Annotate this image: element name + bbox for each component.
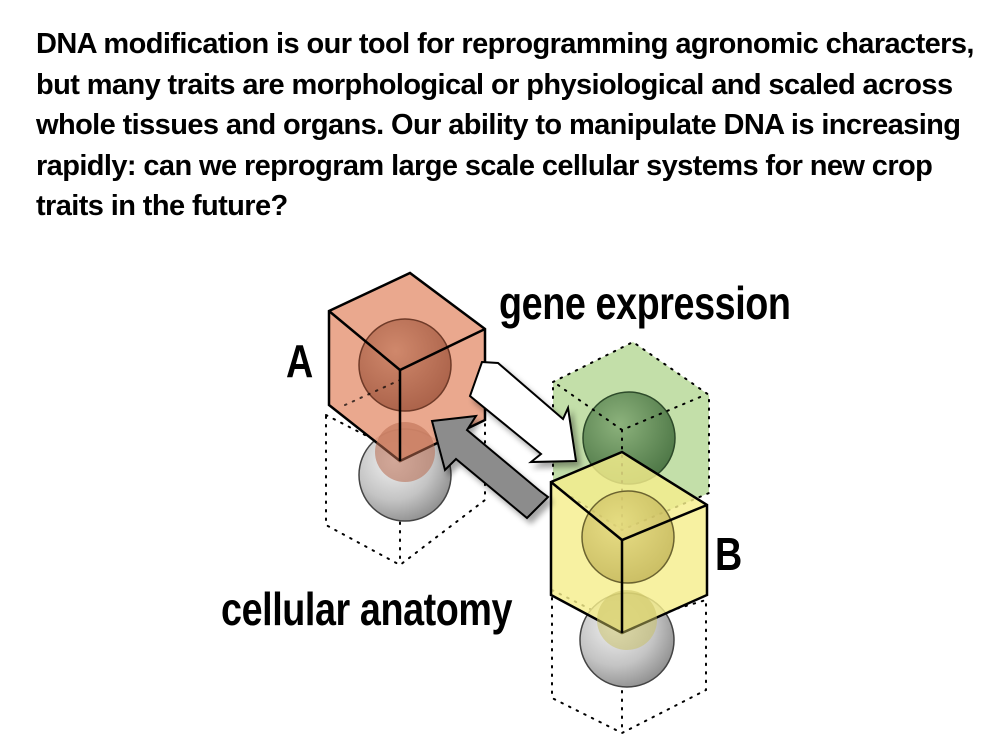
cell-a-sphere [358,318,452,412]
intro-paragraph: DNA modification is our tool for reprogr… [36,28,974,222]
cell-a-label: A [286,335,314,387]
arrow-to-cellular-anatomy [430,414,550,520]
arrow-to-gene-expression [468,360,578,464]
cell-a-cube [327,271,487,482]
cell-b-label: B [715,528,743,580]
gene-expression-label: gene expression [499,277,791,329]
cellular-anatomy-label: cellular anatomy [221,583,513,635]
cell-b-cube [549,450,709,650]
